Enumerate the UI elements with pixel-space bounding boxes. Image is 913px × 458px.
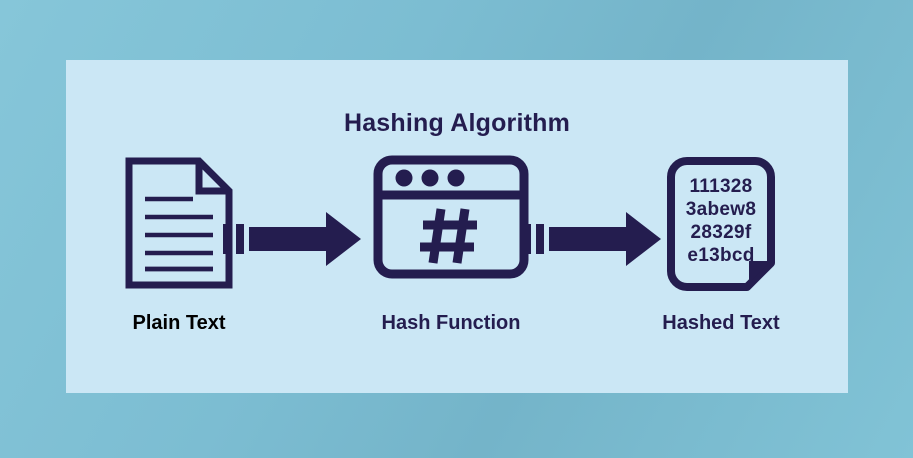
stage-label-plain-text: Plain Text — [132, 312, 226, 334]
hash-line-1: 111328 — [689, 176, 753, 197]
hash-line-4: e13bcd — [687, 245, 755, 266]
stage-label-hash-function: Hash Function — [381, 312, 521, 334]
page-title: Hashing Algorithm — [343, 109, 571, 137]
diagram-panel: Hashing Algorithm — [66, 60, 848, 393]
window-dot-three — [447, 169, 465, 187]
stage-hashed-text: 111328 3abew8 28329f e13bcd Hashed Text — [631, 155, 811, 360]
hashed-text-art: 111328 3abew8 28329f e13bcd — [631, 155, 811, 305]
window-dot-two — [421, 169, 439, 187]
arrow-right-icon — [523, 212, 661, 266]
browser-window-hash-icon — [373, 155, 529, 279]
document-hash-output-icon — [667, 157, 775, 291]
stage-hash-function: Hash Function — [361, 155, 541, 360]
hash-line-2: 3abew8 — [685, 199, 757, 220]
connector-arrow-one — [223, 208, 363, 270]
connector-arrow-two — [523, 208, 663, 270]
window-dot-one — [395, 169, 413, 187]
page-fold-corner — [749, 261, 771, 283]
document-lined-icon — [125, 157, 233, 289]
stage-label-hashed-text: Hashed Text — [662, 312, 780, 334]
hash-output-text: 111328 3abew8 28329f e13bcd — [669, 175, 773, 267]
hash-line-3: 28329f — [690, 222, 752, 243]
hash-function-art — [361, 155, 541, 305]
hash-symbol-icon — [420, 208, 477, 264]
arrow-right-icon — [223, 212, 361, 266]
